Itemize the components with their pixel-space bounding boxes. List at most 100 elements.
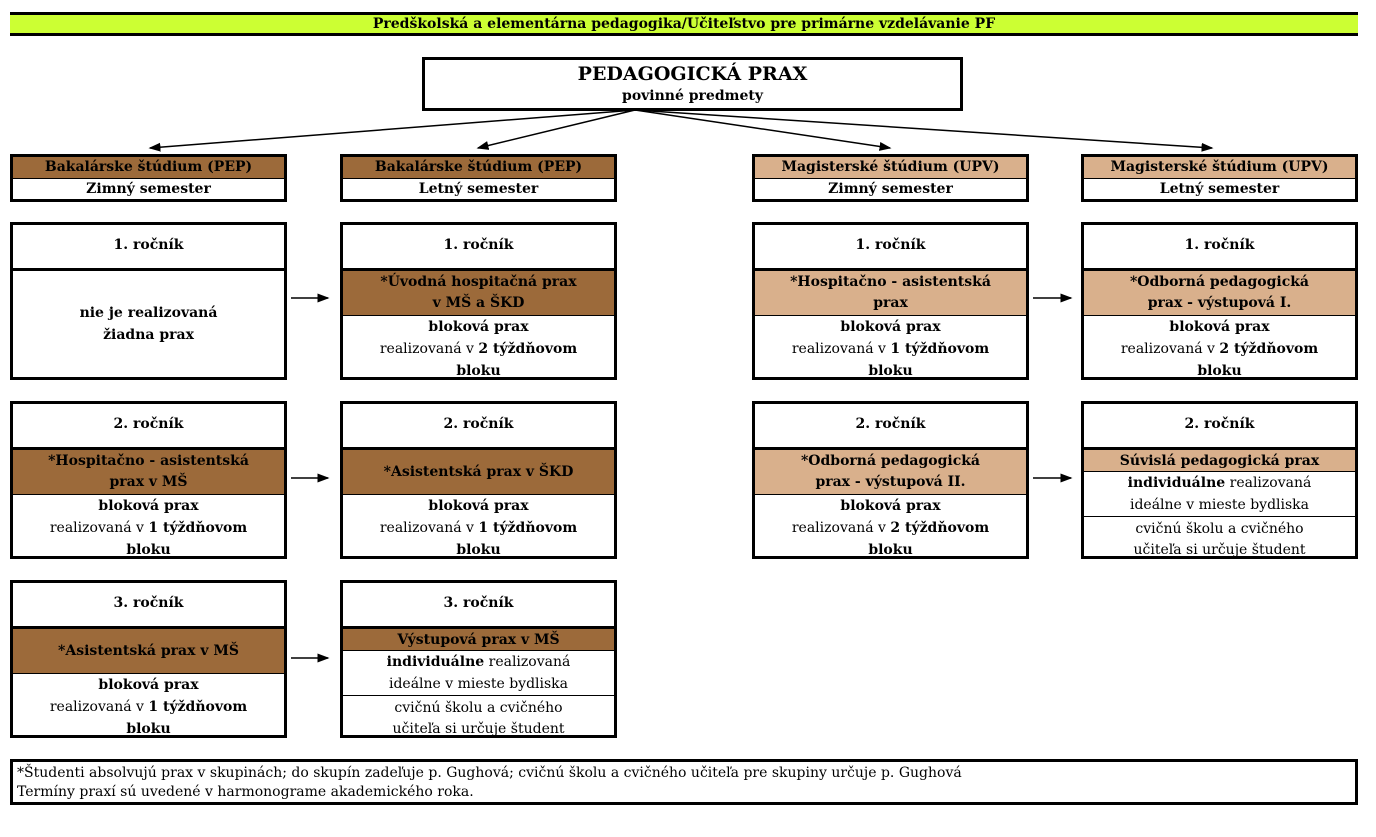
semester-header: Bakalárske štúdium (PEP)Letný semester	[340, 154, 617, 202]
detail-line: bloková prax	[343, 316, 614, 338]
year-card: 1. ročník nie je realizovaná žiadna prax	[10, 222, 287, 380]
note-line: učiteľa si určuje študent	[392, 720, 565, 737]
detail-line: bloku	[755, 360, 1026, 382]
detail-line: žiadna prax	[13, 324, 284, 346]
semester-header: Magisterské štúdium (UPV)Letný semester	[1081, 154, 1358, 202]
detail-text: 1 týždňovom	[478, 520, 578, 536]
main-subtitle: povinné predmety	[622, 88, 763, 104]
practice-name-line: prax v MŠ	[109, 474, 188, 490]
detail-text: bloku	[868, 363, 913, 379]
detail-line: bloku	[13, 718, 284, 740]
program-title-banner: Predškolská a elementárna pedagogika/Uči…	[10, 12, 1358, 36]
detail-line: bloku	[13, 539, 284, 561]
detail-line: realizovaná v 1 týždňovom	[755, 338, 1026, 360]
detail-text: realizovaná v	[1120, 341, 1220, 357]
year-label: 3. ročník	[13, 583, 284, 629]
detail-text: bloku	[456, 363, 501, 379]
detail-text: bloku	[126, 721, 171, 737]
detail-text: bloková prax	[840, 319, 941, 335]
detail-line: bloku	[755, 539, 1026, 561]
practice-name-line: Súvislá pedagogická prax	[1119, 452, 1320, 469]
detail-line: bloku	[1084, 360, 1355, 382]
study-type-label: Bakalárske štúdium (PEP)	[343, 157, 614, 179]
semester-header: Bakalárske štúdium (PEP) Zimný semester	[10, 154, 287, 202]
detail-text: individuálne	[386, 654, 485, 670]
detail-text: bloku	[456, 542, 501, 558]
detail-text: 2 týždňovom	[1219, 341, 1319, 357]
practice-name-line: prax - výstupová I.	[1147, 295, 1292, 311]
detail-text: realizovaná v	[49, 699, 149, 715]
practice-details: individuálne realizovaná ideálne v mieste…	[1084, 472, 1355, 516]
study-type-label: Bakalárske štúdium (PEP)	[13, 157, 284, 179]
semester-label: Zimný semester	[86, 181, 211, 197]
detail-line: bloková prax	[13, 495, 284, 517]
footnote-line-1: *Študenti absolvujú prax v skupinách; do…	[17, 765, 962, 781]
practice-details: bloková prax realizovaná v 1 týždňovom blo…	[755, 316, 1026, 382]
detail-text: 2 týždňovom	[478, 341, 578, 357]
detail-text: 2 týždňovom	[890, 520, 990, 536]
detail-line: individuálne realizovaná	[343, 651, 614, 673]
detail-line: bloková prax	[1084, 316, 1355, 338]
detail-text: realizovaná v	[379, 341, 479, 357]
year-card: 3. ročník *Asistentská prax v MŠ bloková p…	[10, 580, 287, 738]
semester-header: Magisterské štúdium (UPV)Zimný semester	[752, 154, 1029, 202]
detail-text: nie je realizovaná	[79, 305, 218, 321]
detail-line: ideálne v mieste bydliska	[1084, 494, 1355, 516]
detail-line: realizovaná v 1 týždňovom	[13, 696, 284, 718]
detail-line: individuálne realizovaná	[1084, 472, 1355, 494]
detail-text: bloková prax	[98, 498, 199, 514]
detail-text: žiadna prax	[103, 327, 194, 343]
detail-text: bloková prax	[840, 498, 941, 514]
detail-text: bloku	[868, 542, 913, 558]
detail-line: realizovaná v 2 týždňovom	[1084, 338, 1355, 360]
year-label: 2. ročník	[343, 404, 614, 450]
detail-line: bloková prax	[13, 674, 284, 696]
detail-text: ideálne v mieste bydliska	[388, 676, 569, 692]
detail-line: bloku	[343, 539, 614, 561]
practice-name-text: *Asistentská prax v ŠKD	[384, 462, 574, 483]
main-title-box: PEDAGOGICKÁ PRAX povinné predmety	[422, 57, 963, 111]
practice-name-line: Výstupová prax v MŠ	[397, 631, 560, 648]
detail-text: ideálne v mieste bydliska	[1129, 497, 1310, 513]
year-label: 2. ročník	[13, 404, 284, 450]
study-type-label: Magisterské štúdium (UPV)	[755, 157, 1026, 179]
practice-name-line: prax - výstupová II.	[815, 474, 966, 490]
practice-name-line: *Odborná pedagogická	[800, 453, 981, 469]
practice-details: bloková prax realizovaná v 2 týždňovom blo…	[343, 316, 614, 382]
year-label: 3. ročník	[343, 583, 614, 629]
year-label: 1. ročník	[755, 225, 1026, 271]
detail-text: bloková prax	[428, 319, 529, 335]
detail-line: realizovaná v 2 týždňovom	[755, 517, 1026, 539]
detail-line: bloku	[343, 360, 614, 382]
detail-text: bloková prax	[1169, 319, 1270, 335]
practice-details: bloková prax realizovaná v 2 týždňovom blo…	[1084, 316, 1355, 382]
practice-name: *Asistentská prax v ŠKD	[343, 450, 614, 495]
detail-text: realizovaná v	[379, 520, 479, 536]
detail-text: realizovaná	[484, 654, 571, 670]
note-line: učiteľa si určuje študent	[1133, 541, 1306, 558]
year-label: 1. ročník	[1084, 225, 1355, 271]
detail-text: 1 týždňovom	[890, 341, 990, 357]
practice-name-text: *Asistentská prax v MŠ	[58, 641, 239, 662]
year-label: 1. ročník	[13, 225, 284, 271]
study-type-label: Magisterské štúdium (UPV)	[1084, 157, 1355, 179]
practice-name: *Odborná pedagogická prax - výstupová II.	[755, 450, 1026, 495]
detail-text: 1 týždňovom	[148, 520, 248, 536]
note-line: cvičnú školu a cvičného	[394, 699, 563, 716]
detail-line: nie je realizovaná	[13, 302, 284, 324]
detail-text: bloku	[1197, 363, 1242, 379]
detail-text: realizovaná	[1225, 475, 1312, 491]
detail-line: realizovaná v 1 týždňovom	[343, 517, 614, 539]
